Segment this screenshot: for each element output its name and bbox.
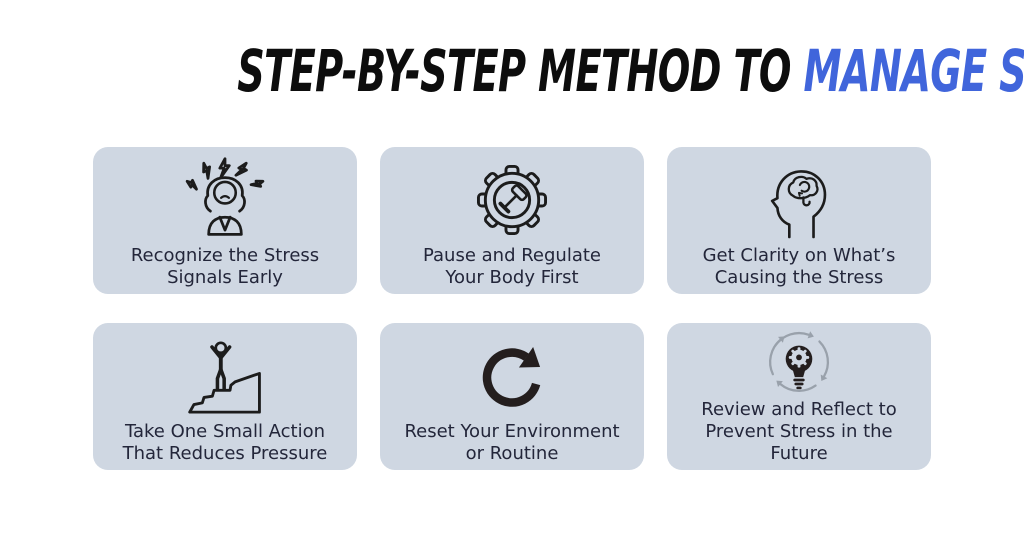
- step-card-1: Recognize the Stress Signals Early: [93, 147, 357, 294]
- step-card-3: Get Clarity on What’s Causing the Stress: [667, 147, 931, 294]
- step-card-4: Take One Small Action That Reduces Press…: [93, 323, 357, 470]
- step-label: Reset Your Environment or Routine: [404, 421, 620, 464]
- climb-progress-icon: [183, 331, 267, 421]
- page-title: STEP-BY-STEP METHOD TO MANAGE STRESS: [0, 42, 1024, 100]
- step-card-2: Pause and Regulate Your Body First: [380, 147, 644, 294]
- step-label: Get Clarity on What’s Causing the Stress: [702, 245, 896, 288]
- title-accent-part: MANAGE STRESS: [803, 37, 1024, 105]
- stressed-person-icon: [182, 155, 268, 245]
- head-brain-icon: [755, 155, 843, 245]
- reset-arrow-icon: [473, 331, 551, 421]
- gear-gavel-icon: [469, 155, 555, 245]
- steps-grid: Recognize the Stress Signals Early: [93, 147, 931, 470]
- step-label: Recognize the Stress Signals Early: [130, 245, 320, 288]
- step-label: Review and Reflect to Prevent Stress in …: [701, 399, 897, 464]
- step-label: Pause and Regulate Your Body First: [422, 245, 601, 288]
- title-black-part: STEP-BY-STEP METHOD TO: [237, 37, 791, 105]
- step-card-5: Reset Your Environment or Routine: [380, 323, 644, 470]
- step-label: Take One Small Action That Reduces Press…: [122, 421, 328, 464]
- step-card-6: Review and Reflect to Prevent Stress in …: [667, 323, 931, 470]
- idea-cycle-icon: [761, 331, 837, 399]
